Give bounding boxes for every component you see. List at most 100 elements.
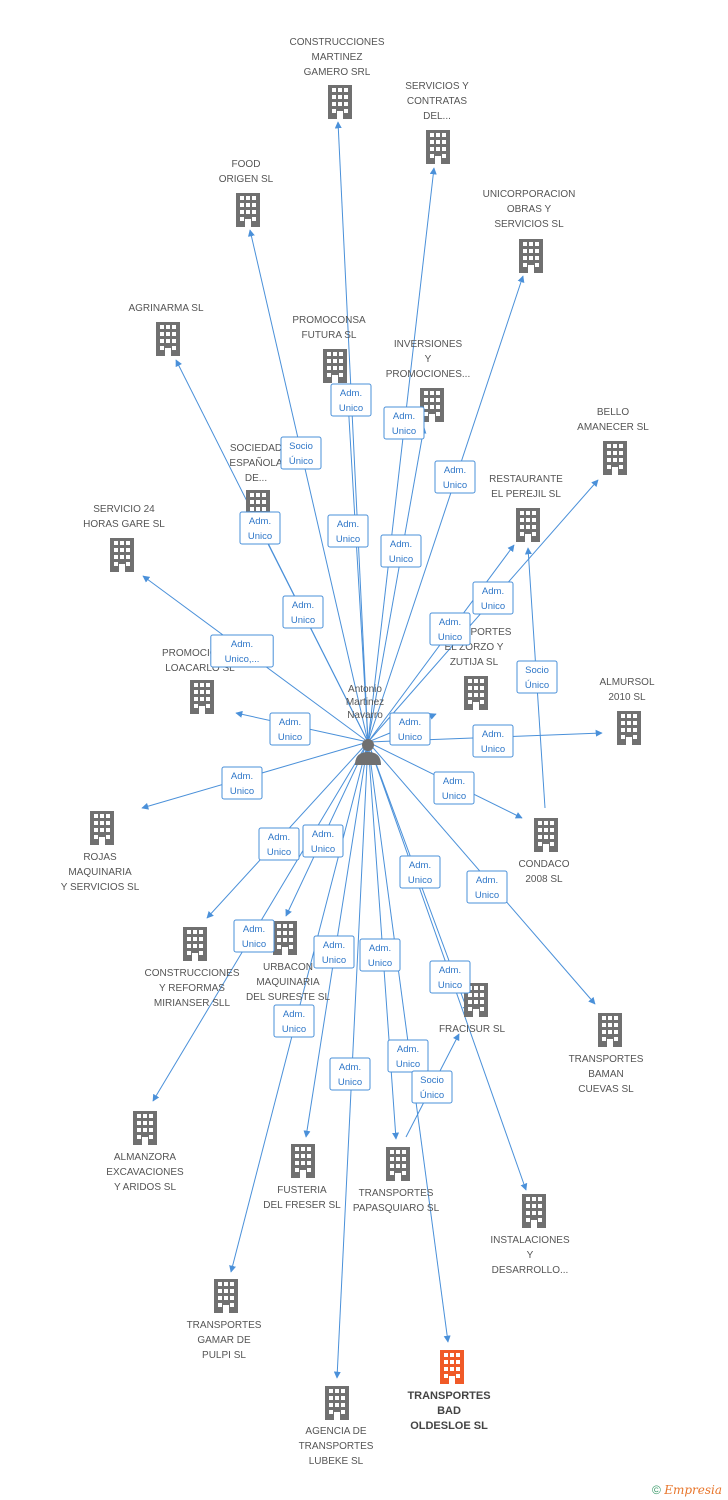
building-icon <box>516 508 540 542</box>
relation-edge-c7 <box>367 426 427 743</box>
relation-label-c19[interactable]: Adm.Unico <box>429 960 471 994</box>
company-node-c5[interactable]: AGRINARMA SL <box>128 303 204 356</box>
relation-label-c6[interactable]: Adm.Unico <box>327 514 369 548</box>
relation-label-text: Único <box>525 680 549 691</box>
relation-label-c21[interactable]: Adm.Unico <box>233 919 275 953</box>
company-name: DEL SURESTE SL <box>246 992 331 1003</box>
building-icon <box>90 811 114 845</box>
relation-label-c24[interactable]: Adm.Unico <box>399 855 441 889</box>
company-name: EL PEREJIL SL <box>491 489 561 500</box>
building-icon <box>386 1147 410 1181</box>
relation-label-c10[interactable]: Adm.Unico <box>429 612 471 646</box>
relation-label-c2[interactable]: Adm. Unico <box>383 406 425 440</box>
company-name: BAMAN <box>588 1069 624 1080</box>
relation-label-text: Adm. <box>444 465 466 476</box>
relation-label-text: Unico <box>278 732 302 743</box>
company-name: LUBEKE SL <box>309 1456 364 1467</box>
building-icon <box>214 1279 238 1313</box>
relation-label-box <box>359 938 401 972</box>
company-node-c19[interactable]: FRACISUR SL <box>439 983 506 1035</box>
relation-label-c13[interactable]: Adm.Unico <box>269 712 311 746</box>
company-name: TRANSPORTES <box>569 1054 644 1065</box>
relation-label-text: Adm. <box>393 411 415 422</box>
relation-label-box <box>280 436 322 470</box>
company-name: OLDESLOE SL <box>410 1420 488 1432</box>
relation-label-c22[interactable]: Adm.Unico <box>313 935 355 969</box>
company-name: SOCIEDAD <box>230 443 282 454</box>
relation-label-box <box>429 960 471 994</box>
relation-edge-c6 <box>343 383 369 743</box>
relation-label-c5[interactable]: Adm.Unico <box>239 511 281 545</box>
relation-label-text: Unico <box>392 426 416 437</box>
company-name: CONSTRUCCIONES <box>144 968 239 979</box>
relation-label-text: Unico <box>368 958 392 969</box>
company-name: EXCAVACIONES <box>106 1167 184 1178</box>
relation-label-c20[interactable]: Adm.Unico <box>466 870 508 904</box>
company-node-c9[interactable]: SOCIEDADESPAÑOLADE... <box>229 443 283 524</box>
relation-label-box <box>233 919 275 953</box>
company-name: AGRINARMA SL <box>128 303 203 314</box>
relation-label-c12[interactable]: Adm.Unico <box>389 712 431 746</box>
relation-label-c26[interactable]: Adm.Unico <box>329 1057 371 1091</box>
company-name: ALMURSOL <box>599 677 654 688</box>
relation-label-c15[interactable]: Adm.Unico <box>221 766 263 800</box>
relation-label-c7[interactable]: Adm.Unico <box>380 534 422 568</box>
relation-label-c9[interactable]: Adm.Unico <box>282 595 324 629</box>
company-name: BAD <box>437 1405 461 1417</box>
relation-label-text: Adm. <box>337 519 359 530</box>
relation-label-c8[interactable]: Adm.Unico <box>472 581 514 615</box>
company-node-c7[interactable]: INVERSIONESYPROMOCIONES... <box>386 339 470 422</box>
relation-label-c17[interactable]: Adm.Unico <box>258 827 300 861</box>
relation-label-box <box>282 595 324 629</box>
relation-label-c27[interactable]: Adm.Unico <box>387 1039 429 1073</box>
company-name: CONDACO <box>518 859 569 870</box>
relation-label-c14[interactable]: Adm.Unico <box>472 724 514 758</box>
building-icon <box>133 1111 157 1145</box>
company-name: TRANSPORTES <box>359 1188 434 1199</box>
company-name: CONSTRUCCIONES <box>289 37 384 48</box>
relation-label-c23[interactable]: Adm.Unico <box>359 938 401 972</box>
relation-label-text: Unico <box>481 744 505 755</box>
relation-label-box <box>313 935 355 969</box>
relation-label-c16[interactable]: Adm.Unico <box>433 771 475 805</box>
relation-label-c25[interactable]: Adm.Unico <box>273 1004 315 1038</box>
relation-label-box <box>516 660 558 694</box>
company-node-c2[interactable]: SERVICIOS YCONTRATASDEL... <box>405 81 469 164</box>
company-name: FUTURA SL <box>301 330 356 341</box>
relation-label-c11[interactable]: Adm.Unico,... <box>210 634 274 668</box>
brand-logo: Empresia <box>664 1483 722 1497</box>
company-name: AGENCIA DE <box>305 1426 366 1437</box>
relation-label-text: Unico <box>242 939 266 950</box>
company-node-c24[interactable]: INSTALACIONESYDESARROLLO... <box>490 1194 570 1276</box>
relation-label-c4[interactable]: Adm.Unico <box>434 460 476 494</box>
relation-label-c18[interactable]: Adm.Unico <box>302 824 344 858</box>
relation-label-c1[interactable]: Adm.Unico <box>330 383 372 417</box>
building-icon <box>519 239 543 273</box>
footer-brand[interactable]: © Empresia <box>652 1483 722 1497</box>
